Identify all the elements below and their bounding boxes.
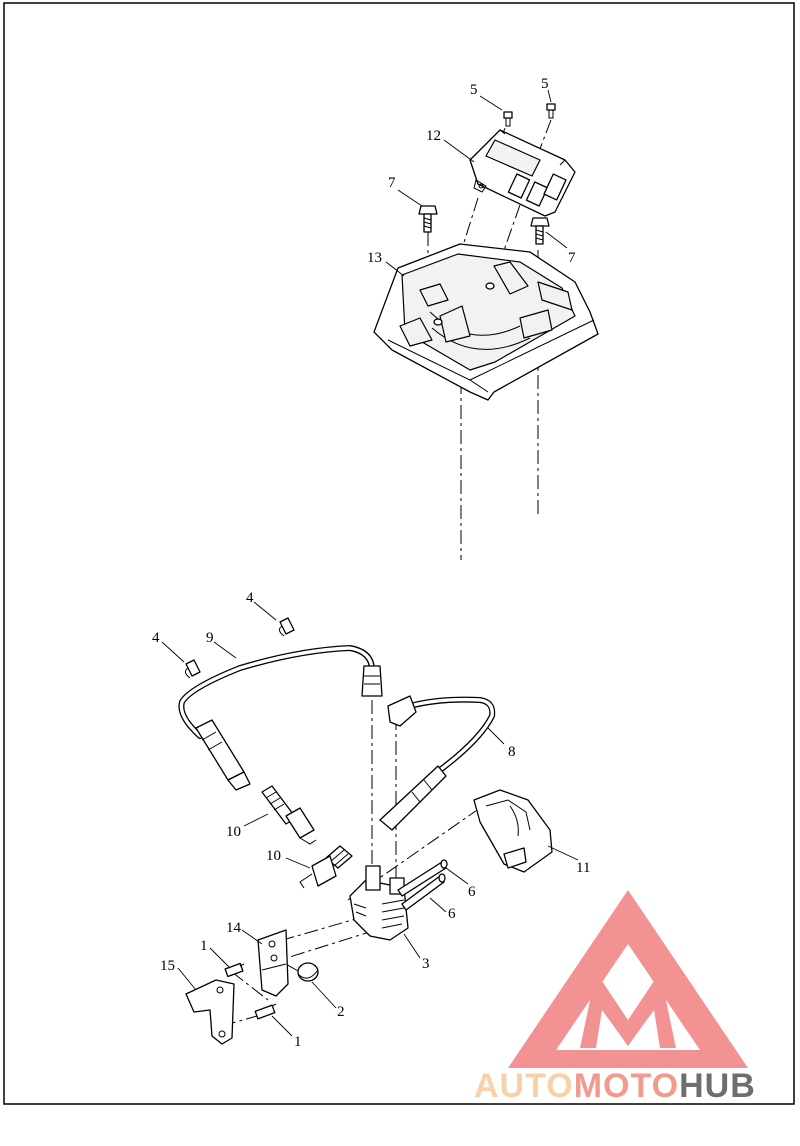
callout-12: 12	[426, 128, 441, 144]
lower-assembly	[161, 601, 579, 1045]
screw-part-6-lower	[401, 873, 446, 911]
spark-plug-part-10-upper	[261, 785, 317, 845]
coil-bracket-part-14	[257, 929, 289, 997]
callout-10-lower: 10	[266, 848, 281, 864]
callout-9: 9	[206, 630, 214, 646]
callout-4-upper: 4	[246, 590, 254, 606]
wire-clip-part-4-right	[278, 617, 295, 637]
screw-part-5-left	[503, 111, 513, 127]
callout-13: 13	[367, 250, 382, 266]
screw-part-5-right	[546, 103, 556, 119]
coil-cover-part-11	[473, 789, 553, 873]
screw-part-1-lower	[254, 1003, 277, 1020]
callout-8: 8	[508, 744, 516, 760]
bolt-part-7-left	[418, 205, 438, 233]
control-module-part-12	[469, 129, 576, 217]
grommet-part-2	[297, 962, 319, 982]
mounting-tray-part-13	[373, 243, 599, 401]
callout-2: 2	[337, 1004, 345, 1020]
callout-5-right: 5	[541, 76, 549, 92]
callout-11: 11	[576, 860, 590, 876]
upper-assembly	[373, 89, 599, 560]
spark-plug-part-10-lower	[299, 845, 353, 889]
callout-1-lower: 1	[294, 1034, 302, 1050]
plug-wire-part-8	[379, 695, 496, 831]
screw-part-1-upper	[224, 962, 245, 978]
callout-1-upper: 1	[200, 938, 208, 954]
callout-14: 14	[226, 920, 242, 936]
watermark-word-auto: AUTO	[474, 1067, 574, 1105]
plug-wire-part-9	[178, 645, 383, 791]
callout-6-lower: 6	[448, 906, 456, 922]
ignition-coil-part-3	[349, 865, 409, 941]
callout-3: 3	[422, 956, 430, 972]
watermark-word-moto: MOTO	[574, 1067, 679, 1105]
callout-7-left: 7	[388, 175, 396, 191]
callout-labels: 5 5 12 7 7 13 4 4 9 8 10 10 11 6 6 14 1 …	[152, 76, 590, 1050]
watermark-logo: AUTOMOTOHUB	[474, 890, 756, 1105]
watermark-word-hub: HUB	[679, 1067, 756, 1105]
watermark-triangle-icon	[508, 890, 748, 1068]
wire-clip-part-4-left	[184, 659, 201, 679]
bolt-part-7-right	[530, 217, 550, 245]
mounting-plate-part-15	[185, 979, 235, 1045]
watermark-m-icon	[580, 972, 676, 1048]
callout-10-upper: 10	[226, 824, 241, 840]
callout-15: 15	[160, 958, 175, 974]
callout-6-upper: 6	[468, 884, 476, 900]
callout-4-left: 4	[152, 630, 160, 646]
svg-text:AUTOMOTOHUB: AUTOMOTOHUB	[474, 1067, 756, 1105]
callout-7-right: 7	[568, 250, 576, 266]
diagram-frame	[3, 2, 795, 1105]
callout-5-left: 5	[470, 82, 478, 98]
